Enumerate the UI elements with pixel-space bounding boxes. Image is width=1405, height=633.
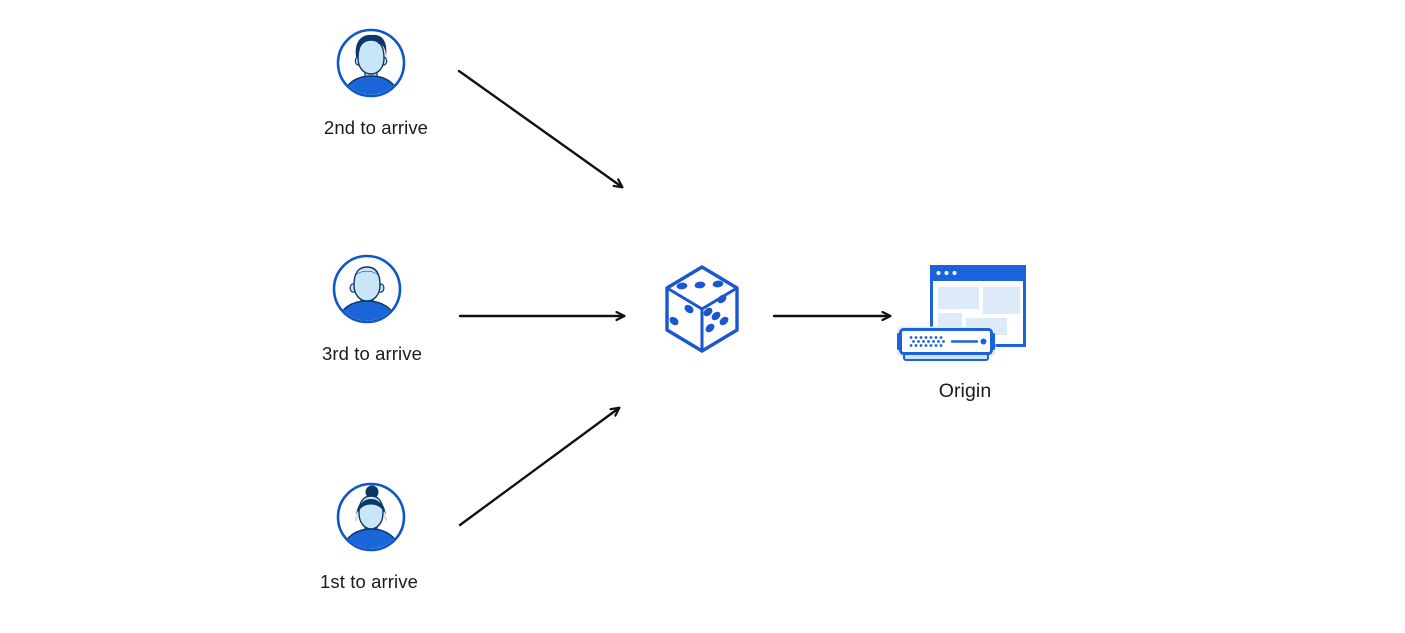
node-label-origin: Origin [938, 380, 992, 402]
node-visitor-1st: 1st to arrive [320, 481, 418, 592]
node-label-visitor-2nd: 2nd to arrive [323, 117, 429, 138]
node-random-dice [664, 264, 740, 354]
server-icon [897, 326, 996, 361]
avatar-man-short-hair-icon [332, 254, 402, 324]
node-label-visitor-1st: 1st to arrive [320, 571, 418, 592]
edge-2nd-to-dice [457, 69, 622, 187]
dice-icon [665, 265, 739, 353]
avatar-woman-bun-icon [336, 482, 406, 552]
node-origin: Origin [897, 263, 1027, 402]
origin-server-browser-icon [897, 265, 1026, 361]
edge-1st-to-dice [458, 408, 619, 527]
node-label-visitor-3rd: 3rd to arrive [321, 343, 423, 364]
node-visitor-3rd: 3rd to arrive [322, 253, 422, 364]
avatar-man-quiff-icon [336, 28, 406, 98]
node-visitor-2nd: 2nd to arrive [324, 27, 428, 138]
